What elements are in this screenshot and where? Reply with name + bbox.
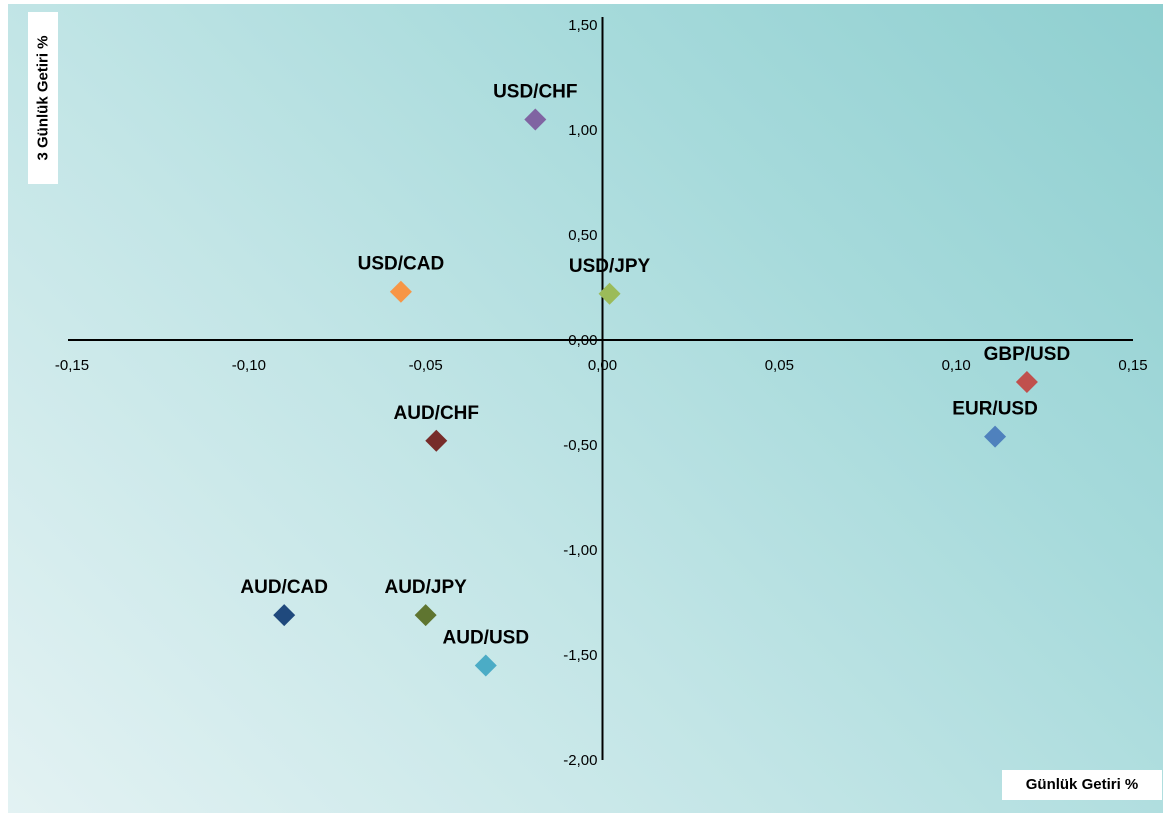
data-point-label: AUD/CAD: [240, 577, 328, 598]
data-point-marker: [984, 425, 1007, 448]
y-tick-label: 0,50: [568, 227, 597, 244]
data-point-marker: [598, 282, 621, 305]
x-tick-label: -0,05: [409, 357, 443, 374]
data-points: USD/CHF USD/CAD USD/JPY GBP/USD EUR/USD AUD/C…: [240, 82, 1070, 677]
y-tick-label: -1,00: [563, 542, 597, 559]
y-tick-label: 1,50: [568, 17, 597, 34]
data-point-marker: [414, 604, 437, 627]
y-tick-label: -0,50: [563, 437, 597, 454]
data-point-label: AUD/JPY: [384, 577, 467, 598]
data-point-label: USD/CAD: [358, 254, 445, 275]
data-point-marker: [425, 429, 448, 452]
y-axis-title-box: 3 Günlük Getiri %: [28, 12, 58, 184]
x-axis-title: Günlük Getiri %: [1002, 770, 1162, 800]
data-point-label: USD/CHF: [493, 82, 577, 103]
x-tick-labels: -0,15 -0,10 -0,05 0,00 0,05 0,10 0,15: [55, 357, 1148, 374]
y-axis-title: 3 Günlük Getiri %: [34, 35, 52, 161]
data-point-label: AUD/USD: [443, 628, 530, 649]
x-tick-label: 0,10: [942, 357, 971, 374]
data-point-label: AUD/CHF: [394, 403, 480, 424]
data-point-marker: [524, 108, 547, 131]
data-point-label: EUR/USD: [952, 399, 1038, 420]
data-point-marker: [273, 604, 296, 627]
x-tick-label: -0,10: [232, 357, 266, 374]
data-point-label: USD/JPY: [569, 256, 651, 277]
chart-area: [8, 4, 1163, 813]
y-tick-label: -2,00: [563, 752, 597, 769]
x-tick-label: 0,15: [1118, 357, 1147, 374]
y-tick-label: 0,00: [568, 332, 597, 349]
data-point-marker: [389, 280, 412, 303]
x-tick-label: -0,15: [55, 357, 89, 374]
x-tick-label: 0,05: [765, 357, 794, 374]
data-point-label: GBP/USD: [984, 344, 1071, 365]
x-tick-label: 0,00: [588, 357, 617, 374]
y-tick-label: 1,00: [568, 122, 597, 139]
data-point-marker: [1015, 371, 1038, 393]
y-tick-labels: 1,50 1,00 0,50 0,00 -0,50 -1,00 -1,50 -2,00: [563, 17, 597, 769]
y-tick-label: -1,50: [563, 647, 597, 664]
data-point-marker: [474, 654, 497, 677]
